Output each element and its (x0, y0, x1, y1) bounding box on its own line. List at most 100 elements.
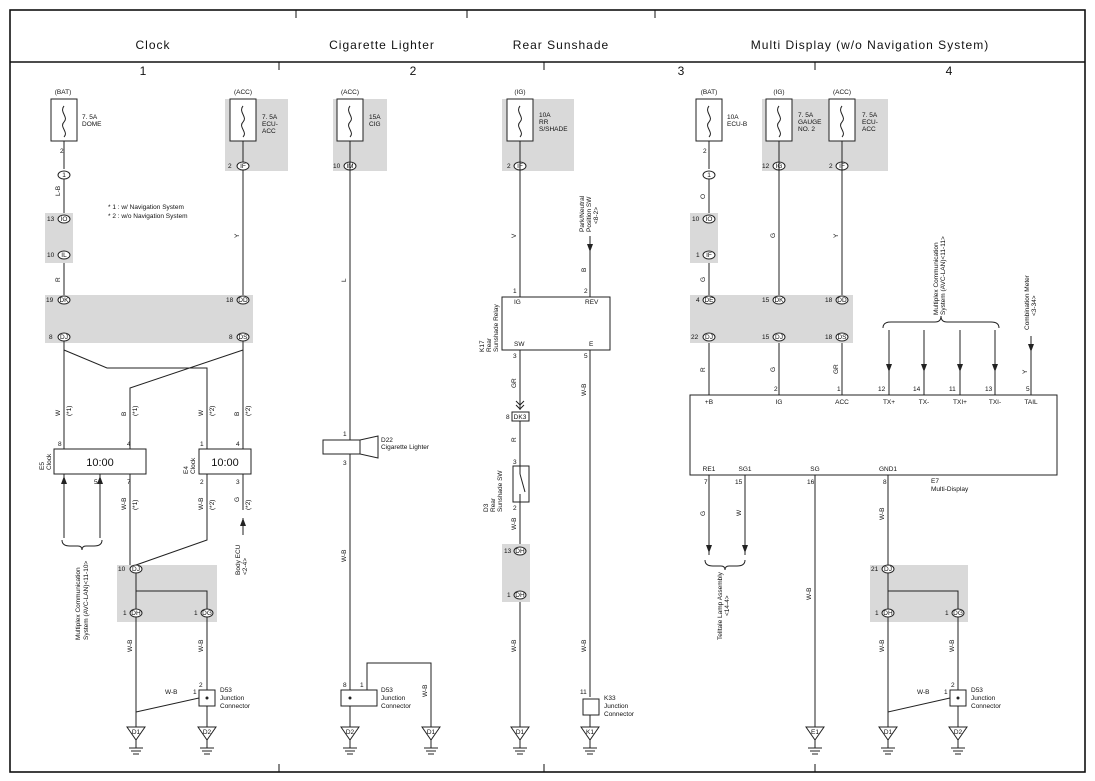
pin-label: 22 (691, 334, 699, 341)
connector-dh-sunshade-upper (513, 546, 527, 556)
fuse-ecu-acc (229, 98, 257, 142)
fuse-ecu-acc-md (828, 98, 856, 142)
connector-de-md-label: DE (704, 297, 714, 304)
ref-mcs-clock-1: Multiplex Communication (75, 567, 82, 640)
pin-label: 10 (333, 163, 341, 170)
acc-label-clock: (ACC) (234, 89, 252, 96)
ground-d1-label: D1 (427, 729, 436, 736)
d53-ref-lighter: D53 (381, 687, 393, 694)
pin-label: 10 (118, 566, 126, 573)
connector-dg-clock-label: DG (202, 610, 212, 617)
wire-label-w: W (55, 409, 62, 416)
pin-label: 8 (58, 441, 62, 448)
d3-name2: Sunshade SW (497, 470, 504, 512)
switch-d3 (512, 465, 530, 503)
ground-d1-clock (126, 726, 146, 741)
pin-label: 2 (774, 386, 778, 393)
ground-d2-label: D2 (346, 729, 355, 736)
connector-io-md (702, 214, 716, 224)
k17-name1: Rear (486, 337, 493, 352)
wire-label-r: R (700, 367, 707, 372)
ground-d1-label: D1 (132, 729, 141, 736)
e7-terminal-acc: ACC (835, 399, 849, 406)
pin-label: 3 (236, 479, 240, 486)
pin-label: 14 (913, 386, 921, 393)
pin-label: 2 (60, 148, 64, 155)
pin-label: 15 (762, 334, 770, 341)
legend-1: * 1 : w/ Navigation System (108, 204, 184, 211)
ground-k1-label: K1 (586, 729, 594, 736)
ref-body-ecu-1: Body ECU (235, 544, 242, 575)
pin-label: 1 (343, 431, 347, 438)
wire-label-b: B (581, 268, 588, 272)
connector-dj-md-lower-label: DJ (884, 566, 892, 573)
k17-ref: K17 (479, 340, 486, 352)
connector-dk-md (772, 295, 786, 305)
k17-terminal-rev: REV (585, 299, 599, 306)
pin-label: 2 (200, 479, 204, 486)
connector-dk3-label: DK3 (514, 414, 527, 421)
e7-terminal-txm: TX- (919, 399, 929, 406)
wire-label-wb: W-B (422, 684, 429, 697)
pin-label: 8 (343, 682, 347, 689)
pin-label: 8 (506, 414, 510, 421)
connector-il-label: IL (61, 252, 67, 259)
pin-label: 2 (228, 163, 232, 170)
legend-2: * 2 : w/o Navigation System (108, 213, 187, 220)
bat-label-clock: (BAT) (55, 89, 72, 96)
ground-e1-label: E1 (811, 729, 819, 736)
pin-label: 3 (513, 353, 517, 360)
pin-label: 4 (127, 441, 131, 448)
wire-label-g: G (700, 277, 707, 282)
pin-label: 1 (696, 252, 700, 259)
d22-ref: D22 (381, 437, 393, 444)
wire-label-r: R (55, 277, 62, 282)
pin-label: 3 (343, 460, 347, 467)
clock-e4-name: Clock (190, 457, 197, 474)
wire-label-wb: W-B (341, 549, 348, 562)
ref-mcs-md-2: System (AVC-LAN)<11-11> (940, 236, 947, 315)
wire-label-y: Y (833, 233, 840, 238)
wire-label-wb: W-B (806, 587, 813, 600)
fuse-cig-name: CIG (369, 121, 381, 128)
pin-label: 4 (236, 441, 240, 448)
header-rear-sunshade: Rear Sunshade (513, 38, 609, 52)
pin-label: 1 (507, 592, 511, 599)
fuse-ecu-acc-name2: ACC (262, 128, 276, 135)
note-n1: (*1) (132, 500, 139, 510)
pin-label: 19 (46, 297, 54, 304)
pin-label: 8 (229, 334, 233, 341)
connector-dg-md-label: DG (953, 610, 963, 617)
d3-name1: Rear (490, 497, 497, 512)
ig-label-sunshade: (IG) (514, 89, 525, 96)
header-multi-display: Multi Display (w/o Navigation System) (751, 38, 989, 52)
pin-label: 11 (949, 386, 956, 393)
pin-label: 1 (945, 610, 949, 617)
pin-label: 1 (837, 386, 841, 393)
connector-io-md-label: IO (706, 216, 713, 223)
connector-io (57, 214, 71, 224)
connector-dd-md (835, 295, 849, 305)
pin-label: 2 (829, 163, 833, 170)
ground-k1 (580, 726, 600, 741)
connector-dj-md-label: DJ (705, 334, 713, 341)
wire-label-wb: W-B (581, 639, 588, 652)
pin-label: 13 (504, 548, 512, 555)
note-n2: (*2) (209, 500, 216, 510)
wire-label-wb: W-B (121, 497, 128, 510)
pin-label: 12 (762, 163, 770, 170)
fuse-rr-amp: 10A (539, 112, 551, 119)
pin-label: 1 (200, 441, 204, 448)
relay-k17 (501, 296, 611, 351)
fuse-ecu-acc-md-amp: 7. 5A (862, 112, 878, 119)
ref-mcs-md-1: Multiplex Communication (933, 242, 940, 315)
pin-label: 1 (194, 610, 198, 617)
note-n1: (*1) (66, 406, 73, 416)
e7-terminal-sg1: SG1 (738, 466, 751, 473)
pin-label: 2 (951, 682, 955, 689)
ground-d2-md (948, 726, 968, 741)
connector-dd-md-label: DD (837, 297, 847, 304)
pin-label: 1 (193, 689, 197, 696)
wire-label-wb: W-B (511, 639, 518, 652)
clock-e5 (53, 448, 147, 475)
